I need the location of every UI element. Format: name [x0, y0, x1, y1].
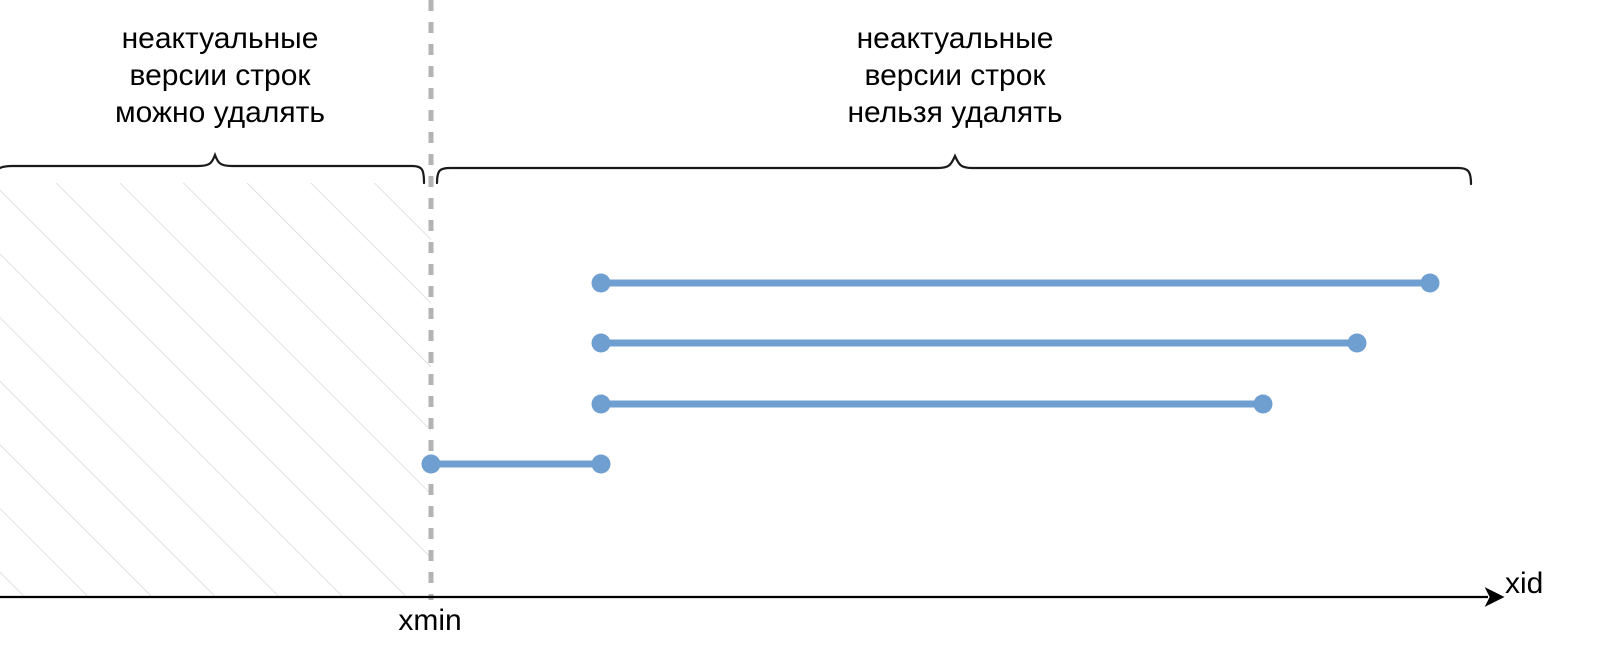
brace-not-deletable	[435, 153, 1473, 186]
xid-axis-label: xid	[1505, 567, 1544, 600]
xmin-label: xmin	[398, 604, 462, 637]
row-version-segment[interactable]	[421, 454, 611, 474]
row-version-segment[interactable]	[591, 273, 1440, 293]
deletable-region-label: неактуальные версии строк можно удалять	[115, 22, 325, 129]
not-deletable-region-label: неактуальные версии строк нельзя удалять	[847, 22, 1063, 129]
row-version-segments	[421, 273, 1440, 474]
row-version-segment[interactable]	[591, 333, 1367, 353]
deletable-region-hatch	[0, 183, 431, 597]
brace-deletable	[0, 151, 426, 185]
row-version-segment[interactable]	[591, 394, 1273, 414]
